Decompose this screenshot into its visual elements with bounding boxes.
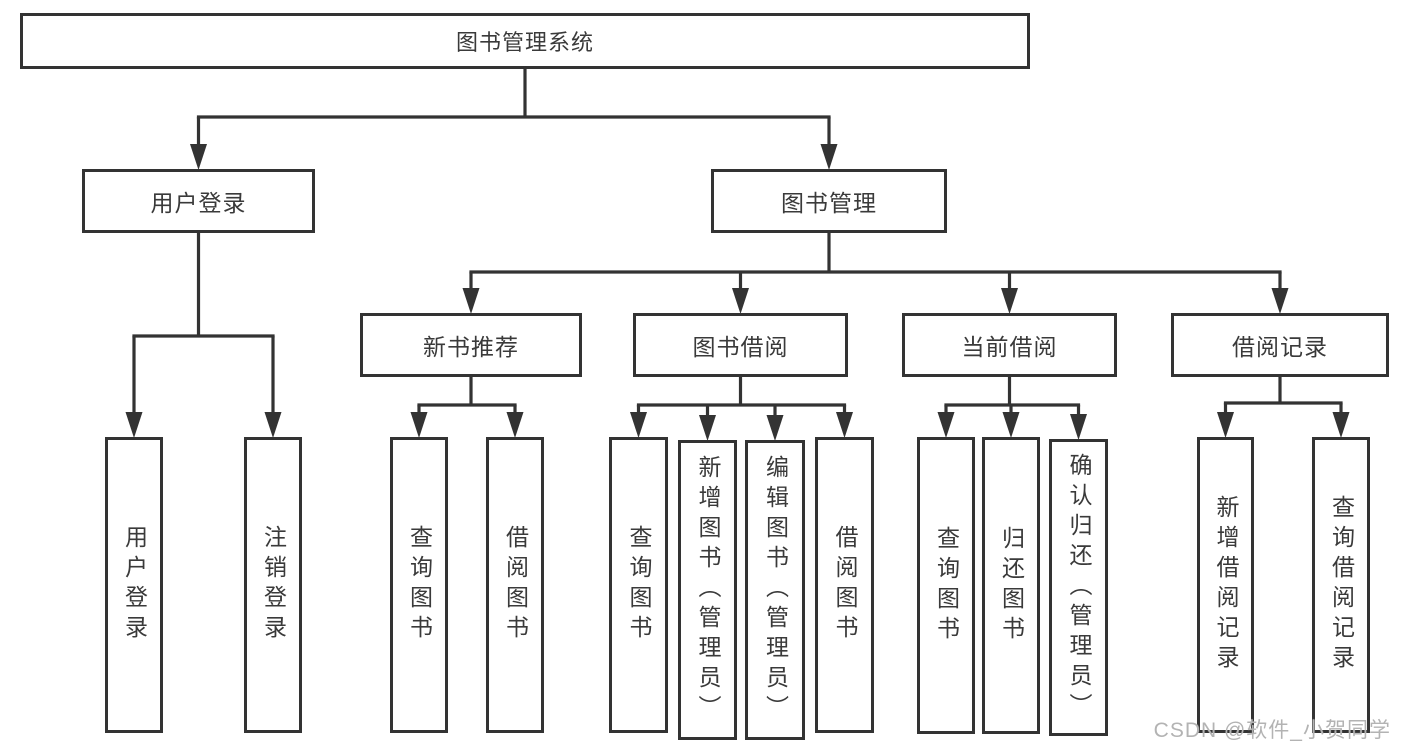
node-book-borrow: 图书借阅 (633, 313, 848, 377)
node-current-borrow: 当前借阅 (902, 313, 1117, 377)
arrow-down-icon (125, 412, 143, 438)
node-query-books-2: 查询图书 (609, 437, 668, 733)
arrow-down-icon (766, 415, 784, 441)
node-label: 新增借阅记录 (1213, 495, 1239, 675)
arrow-down-icon (1070, 414, 1087, 440)
node-label: 借阅记录 (1232, 334, 1328, 360)
arrow-down-icon (1217, 412, 1234, 438)
arrow-down-icon (630, 412, 647, 438)
node-add-borrow-record: 新增借阅记录 (1197, 437, 1254, 733)
arrow-down-icon (836, 412, 853, 438)
arrow-down-icon (699, 415, 716, 441)
node-label: 借阅图书 (832, 525, 858, 645)
arrow-down-icon (506, 412, 524, 438)
arrow-down-icon (1001, 288, 1018, 314)
node-borrow-books-2: 借阅图书 (815, 437, 874, 733)
node-book-mgmt: 图书管理 (711, 169, 947, 233)
node-new-book-rec: 新书推荐 (360, 313, 582, 377)
node-label: 查询图书 (626, 525, 652, 645)
watermark: CSDN @软件_小贺同学 (1153, 719, 1391, 742)
node-label: 当前借阅 (961, 334, 1058, 360)
node-label: 图书管理 (781, 190, 877, 216)
arrow-down-icon (410, 412, 428, 438)
arrow-down-icon (1002, 412, 1020, 438)
arrow-down-icon (732, 288, 749, 314)
node-label: 用户登录 (150, 190, 247, 216)
node-label: 新增图书（管理员） (695, 455, 721, 725)
node-label: 确认归还（管理员） (1066, 452, 1092, 723)
node-borrow-books-1: 借阅图书 (486, 437, 544, 733)
node-label: 新书推荐 (423, 334, 519, 360)
arrow-down-icon (190, 144, 207, 170)
node-borrow-records: 借阅记录 (1171, 313, 1389, 377)
node-label: 查询图书 (406, 525, 433, 645)
arrow-down-icon (820, 144, 838, 170)
node-label: 图书借阅 (692, 334, 789, 360)
arrow-down-icon (1332, 412, 1350, 438)
node-return-book: 归还图书 (982, 437, 1040, 734)
node-label: 编辑图书（管理员） (762, 455, 789, 725)
node-user-login: 用户登录 (82, 169, 315, 233)
arrow-down-icon (264, 412, 282, 438)
node-query-borrow-record: 查询借阅记录 (1312, 437, 1370, 733)
node-query-books-3: 查询图书 (917, 437, 975, 734)
node-logout: 注销登录 (244, 437, 302, 733)
node-label: 查询图书 (933, 525, 960, 646)
node-user-login-leaf: 用户登录 (105, 437, 163, 733)
node-root: 图书管理系统 (20, 13, 1030, 69)
node-query-books-1: 查询图书 (390, 437, 448, 733)
node-add-book-admin: 新增图书（管理员） (678, 440, 737, 740)
arrow-down-icon (937, 412, 955, 438)
node-label: 图书管理系统 (455, 30, 594, 55)
node-label: 归还图书 (998, 525, 1025, 646)
node-label: 查询借阅记录 (1328, 495, 1355, 675)
node-edit-book-admin: 编辑图书（管理员） (745, 440, 805, 740)
node-label: 注销登录 (260, 525, 287, 645)
arrow-down-icon (462, 288, 480, 314)
node-label: 借阅图书 (502, 525, 529, 645)
node-confirm-return-admin: 确认归还（管理员） (1049, 439, 1108, 736)
node-label: 用户登录 (121, 525, 148, 645)
arrow-down-icon (1271, 288, 1289, 314)
